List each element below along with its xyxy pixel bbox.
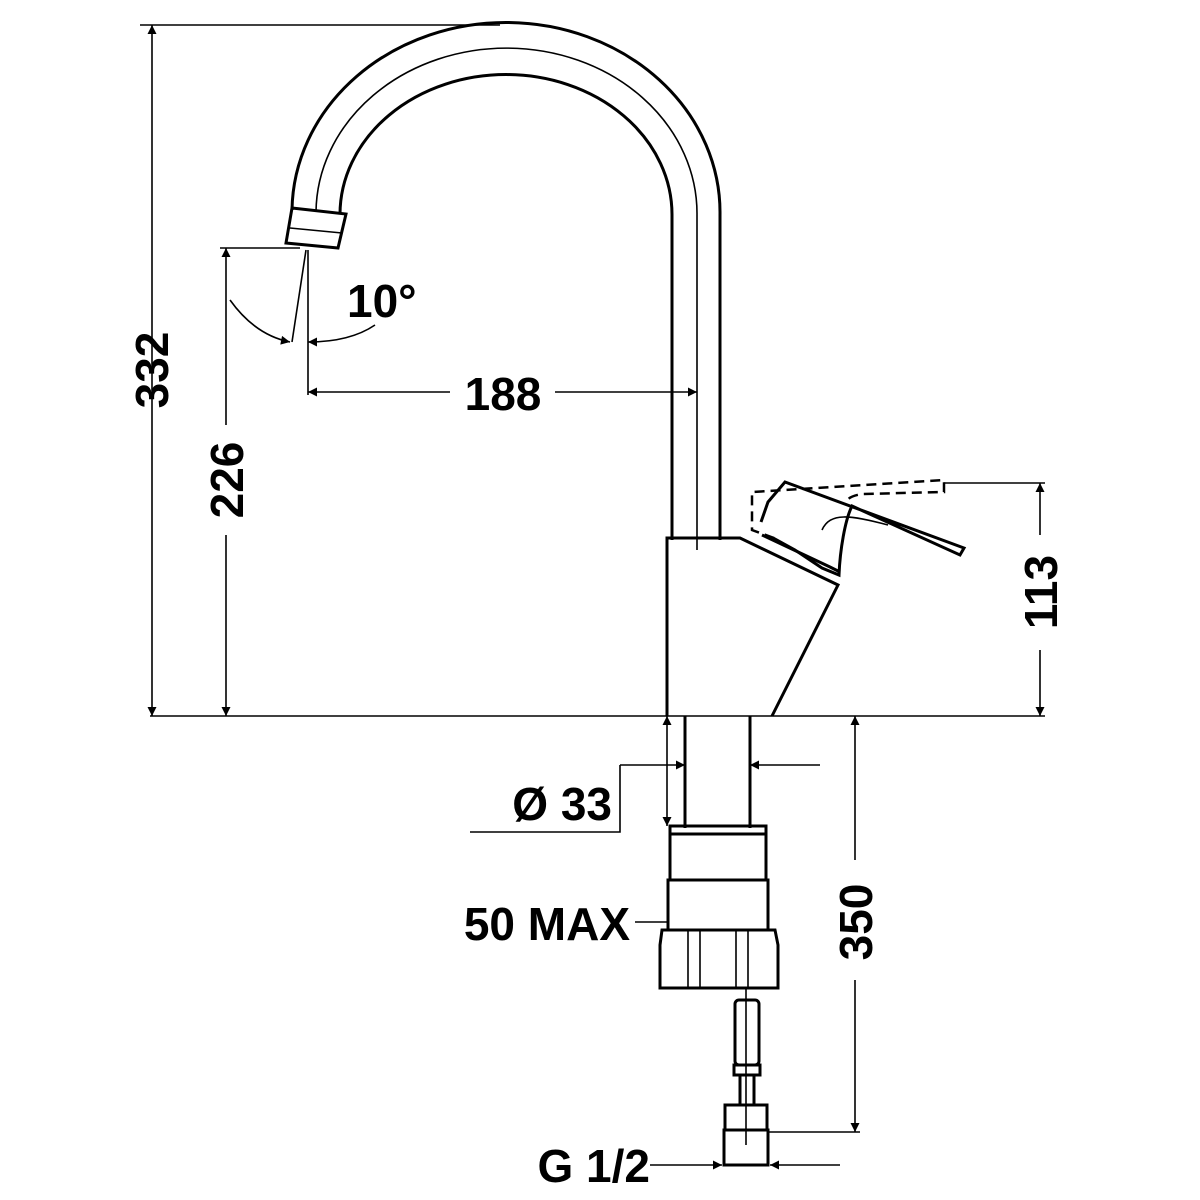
dimension-350: 350 xyxy=(768,716,882,1133)
dimension-226: 226 xyxy=(201,247,300,716)
dimension-angle: 10° xyxy=(229,249,417,395)
spout-reach-label: 188 xyxy=(465,368,542,420)
dimension-diameter: Ø 33 xyxy=(470,760,820,833)
dimension-188: 188 xyxy=(308,368,697,420)
faucet-lever xyxy=(750,478,967,578)
dimension-thread: G 1/2 xyxy=(537,1140,840,1192)
faucet-spout xyxy=(284,21,722,550)
shank xyxy=(658,716,780,1167)
dimension-332: 332 xyxy=(126,24,500,716)
spout-angle-label: 10° xyxy=(347,275,417,327)
shank-diameter-label: Ø 33 xyxy=(512,778,612,830)
hose-length-label: 350 xyxy=(830,884,882,961)
spout-height-label: 226 xyxy=(201,442,253,519)
dimension-113: 113 xyxy=(944,482,1067,716)
lever-height-label: 113 xyxy=(1015,555,1067,629)
dimension-50max: 50 MAX xyxy=(464,716,672,950)
thread-label: G 1/2 xyxy=(537,1140,650,1192)
max-thickness-label: 50 MAX xyxy=(464,898,630,950)
total-height-label: 332 xyxy=(126,332,178,409)
